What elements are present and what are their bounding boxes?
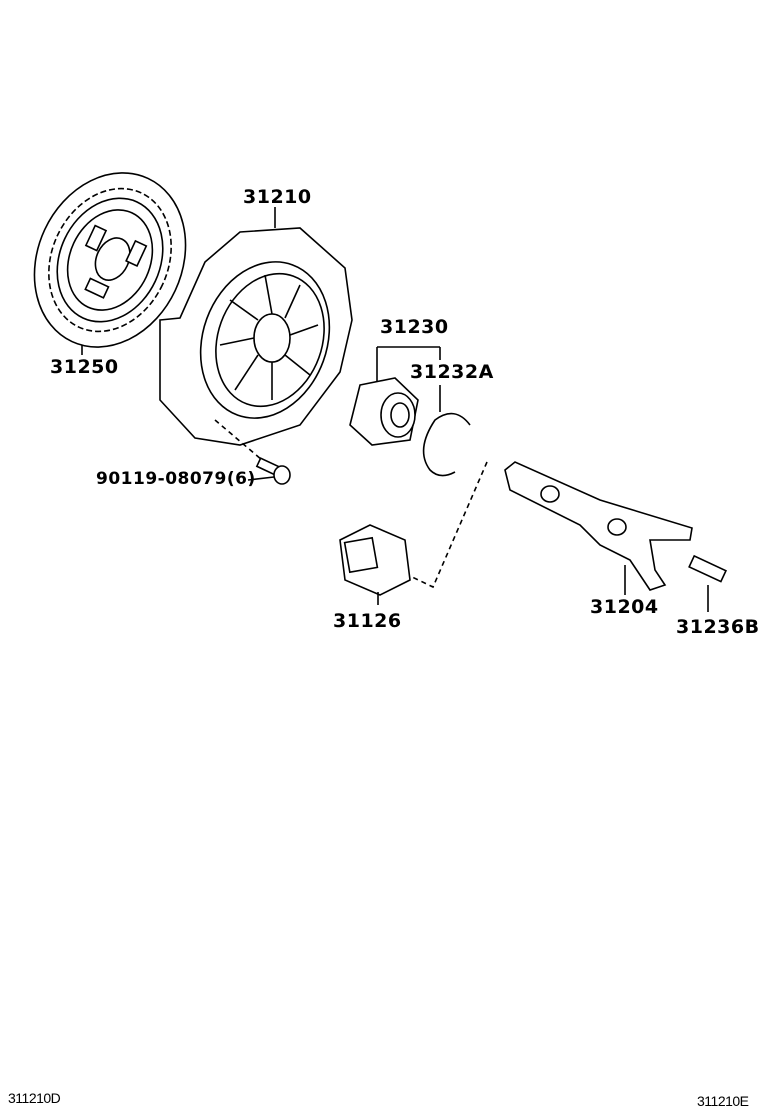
bearing-clip-drawing xyxy=(422,412,471,477)
release-fork-boot-drawing xyxy=(339,524,411,596)
clutch-disc-drawing xyxy=(33,172,187,348)
leader-31230 xyxy=(376,346,441,412)
part-label-31250[interactable]: 31250 xyxy=(50,356,119,378)
figure-code-right: 311210E xyxy=(697,1093,749,1109)
clutch-cover-drawing xyxy=(159,227,353,446)
part-label-31236B[interactable]: 31236B xyxy=(676,616,760,638)
part-label-31232A[interactable]: 31232A xyxy=(410,361,494,383)
figure-code-left: 311210D xyxy=(8,1090,61,1106)
part-label-90119-08079[interactable]: 90119-08079(6) xyxy=(96,469,256,489)
part-label-31204[interactable]: 31204 xyxy=(590,596,659,618)
part-label-31230[interactable]: 31230 xyxy=(380,316,449,338)
leader-bolt xyxy=(247,476,275,481)
release-fork-drawing xyxy=(504,461,693,591)
cover-bolt-drawing xyxy=(255,457,291,485)
part-label-31126[interactable]: 31126 xyxy=(333,610,402,632)
part-label-31210[interactable]: 31210 xyxy=(243,186,312,208)
fork-guide-dash xyxy=(409,461,488,589)
fork-support-drawing xyxy=(688,554,728,583)
bolt-guide-dash xyxy=(214,419,263,461)
release-bearing-drawing xyxy=(349,377,419,446)
